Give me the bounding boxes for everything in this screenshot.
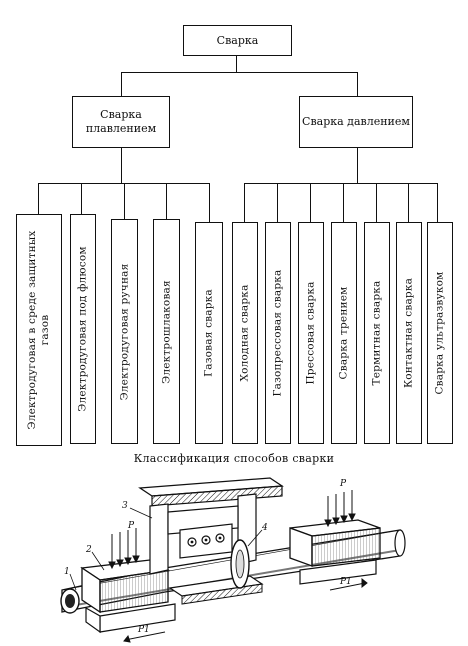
method-box-fusion-2: Электродуговая под флюсом bbox=[70, 214, 96, 444]
connector-to-pressure bbox=[357, 72, 359, 96]
drop-fusion-5 bbox=[209, 183, 211, 222]
drop-fusion-1 bbox=[38, 183, 40, 214]
leader-lines bbox=[69, 507, 263, 591]
drop-pressure-5 bbox=[376, 183, 378, 222]
root-node-label: Сварка bbox=[216, 33, 259, 47]
method-label-fusion-4: Электрошлаковая bbox=[159, 279, 172, 384]
group-node-fusion: Сварка плавлением bbox=[72, 96, 170, 148]
label-2: 2 bbox=[85, 545, 92, 555]
method-label-fusion-3: Электродуговая ручная bbox=[117, 263, 130, 400]
method-label-pressure-6: Контактная сварка bbox=[402, 277, 415, 389]
connector-root-down bbox=[236, 55, 238, 73]
press-frame bbox=[138, 477, 284, 605]
method-box-pressure-1: Холодная сварка bbox=[232, 222, 258, 444]
method-box-fusion-5: Газовая сварка bbox=[195, 222, 223, 444]
drop-pressure-6 bbox=[408, 183, 410, 222]
method-box-pressure-4: Сварка трением bbox=[331, 222, 357, 444]
bus-pressure bbox=[244, 183, 438, 185]
connector-to-fusion bbox=[121, 72, 123, 96]
group-node-pressure-label: Сварка давлением bbox=[302, 115, 410, 129]
force-arrows-left bbox=[108, 528, 140, 570]
label-1: 1 bbox=[64, 567, 70, 577]
label-4: 4 bbox=[261, 523, 268, 533]
drop-pressure-2 bbox=[277, 183, 279, 222]
method-box-pressure-3: Прессовая сварка bbox=[298, 222, 324, 444]
connector-pressure-down bbox=[357, 147, 359, 184]
label-p-left: P bbox=[127, 521, 135, 531]
weld-joint-ring bbox=[230, 539, 250, 589]
diagram-caption: Классификация способов сварки bbox=[133, 452, 335, 465]
method-label-pressure-7: Сварка ультразвуком bbox=[433, 271, 446, 395]
axial-force-left bbox=[123, 631, 166, 643]
method-box-fusion-4: Электрошлаковая bbox=[153, 219, 180, 444]
label-3: 3 bbox=[122, 501, 128, 511]
method-box-fusion-1: Электродуговая в среде защитных газов bbox=[16, 214, 62, 446]
method-box-pressure-5: Термитная сварка bbox=[364, 222, 390, 444]
axial-force-right bbox=[329, 577, 368, 591]
drop-fusion-4 bbox=[166, 183, 168, 219]
drop-pressure-4 bbox=[343, 183, 345, 222]
label-p1-right: P1 bbox=[339, 577, 352, 587]
label-p-right: P bbox=[339, 479, 347, 489]
label-p1-left: P1 bbox=[137, 625, 150, 635]
welding-press-drawing: 1 2 3 4 P P P1 P1 bbox=[60, 477, 406, 643]
method-label-pressure-3: Прессовая сварка bbox=[304, 281, 317, 385]
method-label-pressure-2: Газопрессовая сварка bbox=[271, 269, 284, 397]
method-box-pressure-2: Газопрессовая сварка bbox=[265, 222, 291, 444]
method-label-fusion-1: Электродуговая в среде защитных газов bbox=[25, 230, 51, 430]
method-box-pressure-6: Контактная сварка bbox=[396, 222, 422, 444]
force-arrows-right bbox=[324, 490, 356, 528]
connector-root-horizontal bbox=[121, 72, 358, 74]
root-node-welding: Сварка bbox=[183, 25, 292, 56]
method-label-fusion-2: Электродуговая под флюсом bbox=[76, 246, 89, 412]
drop-pressure-1 bbox=[244, 183, 246, 222]
group-node-fusion-label: Сварка плавлением bbox=[85, 108, 157, 135]
drop-fusion-3 bbox=[124, 183, 126, 219]
right-clamp bbox=[289, 519, 381, 585]
method-label-pressure-4: Сварка трением bbox=[337, 286, 350, 380]
method-label-fusion-5: Газовая сварка bbox=[202, 289, 215, 377]
method-label-pressure-1: Холодная сварка bbox=[238, 284, 251, 382]
connector-fusion-down bbox=[121, 147, 123, 184]
drop-pressure-3 bbox=[310, 183, 312, 222]
method-box-fusion-3: Электродуговая ручная bbox=[111, 219, 138, 444]
method-box-pressure-7: Сварка ультразвуком bbox=[427, 222, 453, 444]
method-label-pressure-5: Термитная сварка bbox=[370, 280, 383, 386]
drop-fusion-2 bbox=[81, 183, 83, 214]
drop-pressure-7 bbox=[437, 183, 439, 222]
group-node-pressure: Сварка давлением bbox=[299, 96, 413, 148]
